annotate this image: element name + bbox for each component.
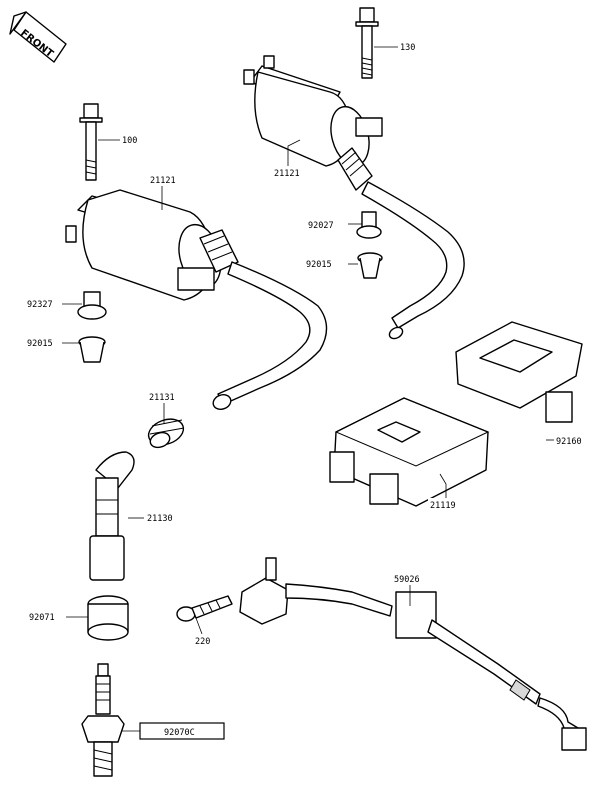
relay-box-92160	[455, 321, 583, 423]
callout-21131-text: 21131	[149, 393, 175, 403]
callout-92015-lower: 92015	[24, 336, 62, 349]
callout-92027-text: 92027	[308, 221, 334, 231]
callout-92027: 92027	[306, 218, 342, 231]
callout-92070C-text: 92070C	[164, 728, 195, 738]
igniter-unit-21119	[329, 397, 490, 507]
ignition-coil-lower	[65, 189, 328, 410]
callout-100-text: 100	[122, 136, 137, 146]
callout-21131: 21131	[146, 390, 182, 403]
cap-21131	[147, 418, 185, 449]
callout-130-text: 130	[400, 43, 415, 53]
callout-92015-upper-text: 92015	[306, 260, 332, 270]
callout-92015-upper: 92015	[304, 257, 340, 270]
plug-cap-21130	[89, 451, 135, 581]
callout-21121-lower: 21121	[148, 173, 182, 186]
callout-21119-text: 21119	[430, 501, 456, 511]
front-direction-badge: FRONT	[9, 11, 67, 63]
collar-92327	[77, 291, 107, 320]
callout-130: 130	[398, 40, 426, 53]
collar-92015-lower	[78, 336, 106, 363]
callout-21119: 21119	[428, 498, 464, 511]
callout-92071-text: 92071	[29, 613, 55, 623]
callout-92015-lower-text: 92015	[27, 339, 53, 349]
callout-21121-upper: 21121	[272, 166, 306, 179]
bolt-220	[176, 595, 233, 622]
callout-21121-upper-text: 21121	[274, 169, 300, 179]
callout-59026: 59026	[392, 572, 428, 585]
callout-100: 100	[120, 133, 148, 146]
callout-92327: 92327	[24, 297, 62, 310]
callout-220-text: 220	[195, 637, 210, 647]
collar-92015-upper	[357, 252, 383, 279]
collar-92027-upper	[356, 211, 382, 239]
spark-plug-92070C	[81, 663, 125, 777]
callout-59026-text: 59026	[394, 575, 420, 585]
callout-21130-text: 21130	[147, 514, 173, 524]
seal-92071	[87, 595, 129, 641]
callout-92071: 92071	[26, 610, 64, 623]
callout-21121-lower-text: 21121	[150, 176, 176, 186]
leader-lines	[62, 46, 556, 732]
sensor-harness-59026	[239, 557, 587, 751]
bolt-100	[79, 103, 103, 181]
plug-boot-lower	[199, 229, 239, 273]
callout-220: 220	[192, 634, 218, 647]
callout-21130: 21130	[144, 511, 182, 524]
plug-boot-upper	[337, 147, 373, 191]
ignition-coil-upper	[243, 55, 465, 340]
callout-92070C: 92070C	[139, 722, 225, 740]
callout-92160-text: 92160	[556, 437, 582, 447]
bolt-130	[355, 7, 379, 79]
callout-92160: 92160	[554, 434, 590, 447]
callout-92327-text: 92327	[27, 300, 53, 310]
